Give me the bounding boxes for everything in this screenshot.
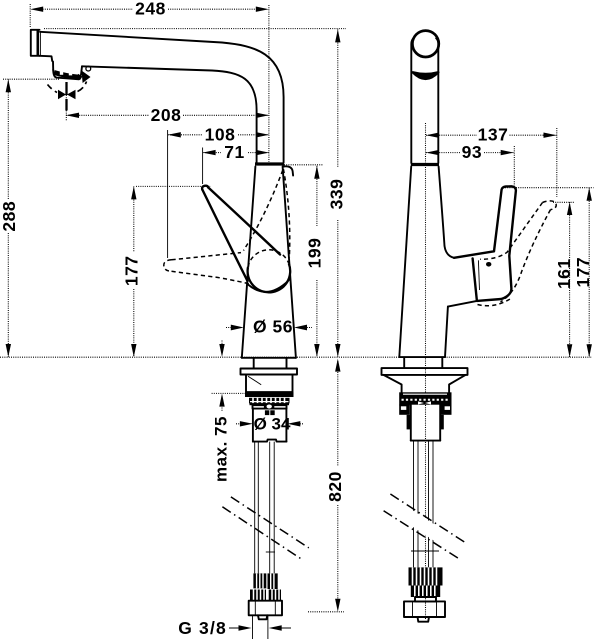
svg-text:820: 820 <box>325 471 345 502</box>
svg-text:108: 108 <box>205 124 236 144</box>
svg-text:177: 177 <box>122 255 142 286</box>
svg-text:137: 137 <box>478 125 509 145</box>
svg-text:161: 161 <box>554 258 574 289</box>
svg-text:Ø 34: Ø 34 <box>254 415 291 434</box>
svg-text:G 3/8: G 3/8 <box>178 618 227 638</box>
svg-text:199: 199 <box>305 238 325 269</box>
svg-text:93: 93 <box>462 142 482 162</box>
svg-text:288: 288 <box>0 201 19 232</box>
svg-text:208: 208 <box>151 105 182 125</box>
svg-text:max. 75: max. 75 <box>211 416 230 482</box>
svg-text:177: 177 <box>573 257 593 288</box>
svg-text:339: 339 <box>327 179 347 210</box>
svg-text:Ø 56: Ø 56 <box>253 316 293 336</box>
svg-text:71: 71 <box>224 142 244 162</box>
svg-text:248: 248 <box>135 0 166 18</box>
